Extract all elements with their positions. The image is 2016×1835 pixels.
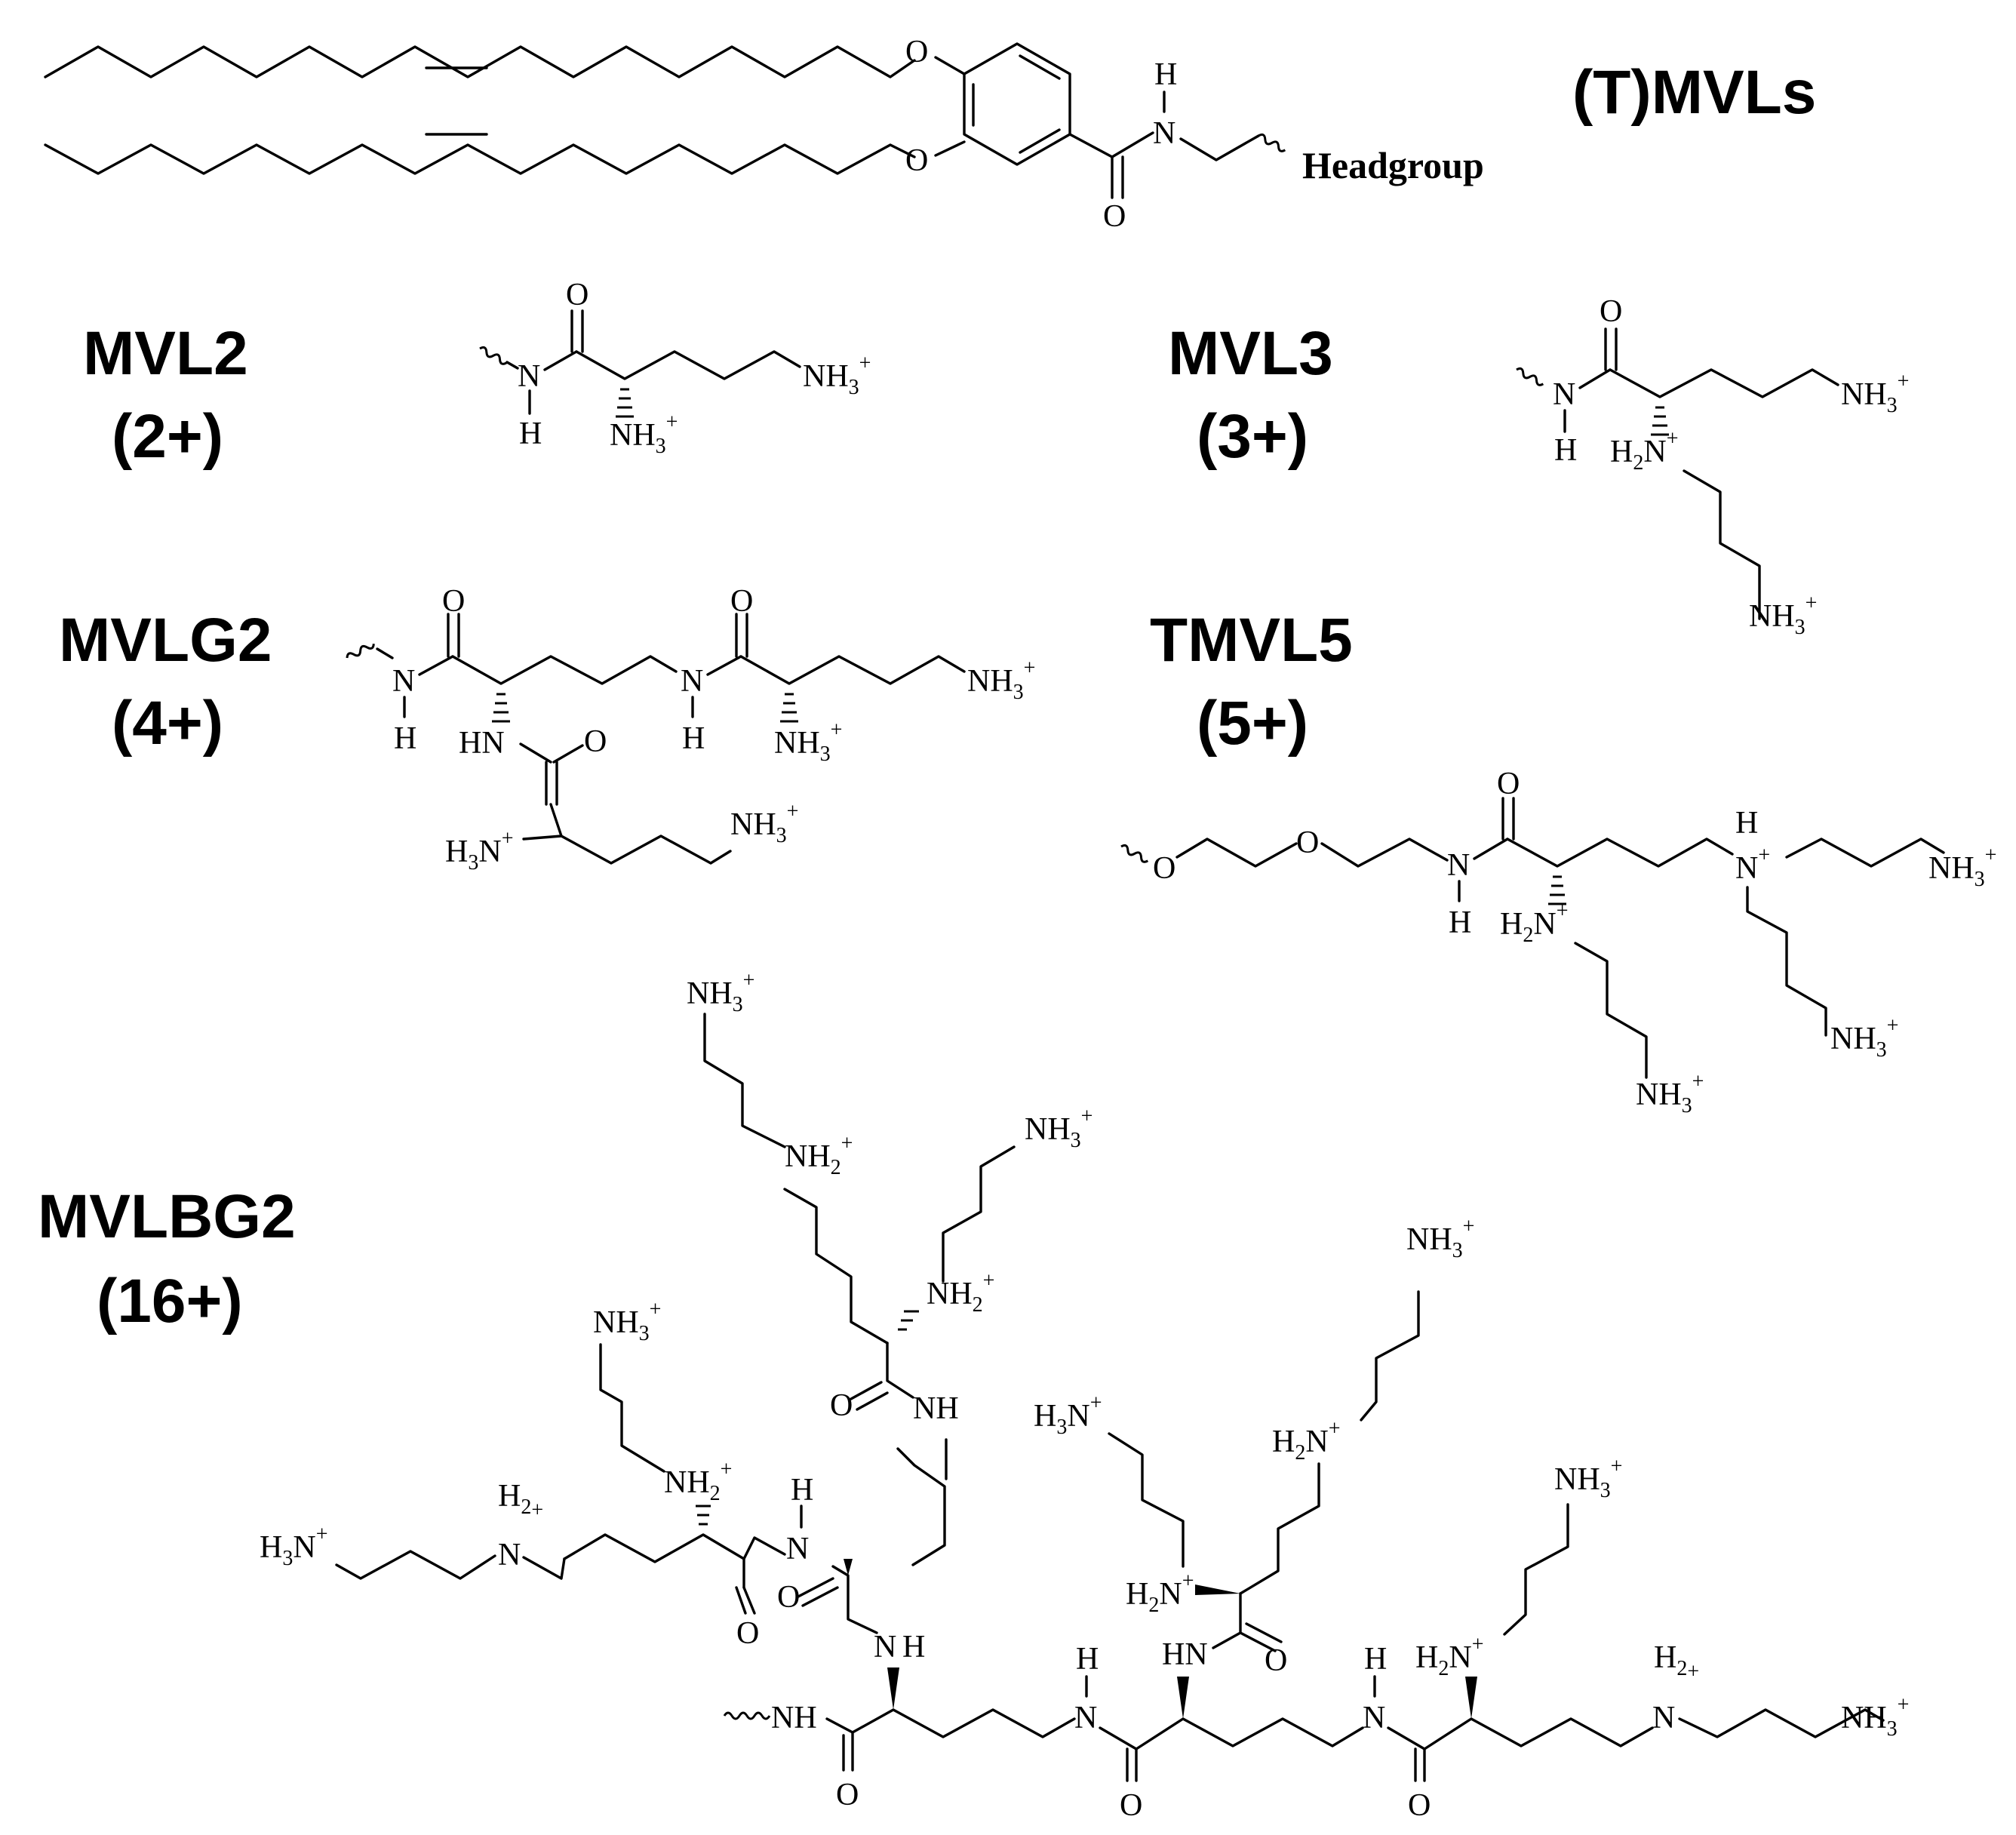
amide-hydrogen: H [1154,57,1177,92]
mvlbg2-top-nh: NH [913,1391,959,1426]
mvlbg2-mid-h2n-plus: H2N+ [1126,1569,1194,1617]
mvl3-structure: N H O H2N+ NH3+ NH3+ [1516,294,1909,639]
mvlbg2-left-top-nh3: NH3+ [593,1298,661,1345]
mvlbg2-backbone-h-2: H [1076,1642,1099,1677]
mvlbg2-structure: NH O N H O N H O N H2+ NH3+ N H O N H [260,969,1909,1823]
mvlbg2-backbone-nh-1: NH [771,1701,817,1735]
tmvl5-branch-n: N+ [1735,844,1770,886]
mvlbg2-left-terminal-h3n: H3N+ [260,1523,327,1570]
mvlg2-amide-n-2: N [681,664,703,699]
mvlbg2-right-h2n-plus: H2N+ [1415,1633,1483,1680]
mvlbg2-backbone-n-2: N [1074,1701,1097,1735]
mvlbg2-mid-h2n-plus-2: H2N+ [1272,1417,1340,1465]
mvlbg2-mid-carbonyl-o: O [1265,1643,1287,1678]
tmvl5-branch-h: H [1735,806,1758,841]
mvlbg2-left-carbonyl-o: O [777,1580,800,1615]
tmvl5-alpha-ammonium: H2N+ [1500,899,1568,947]
mvlbg2-left-n-secondary: N [498,1538,521,1572]
tmvl5-structure: O O N H O H2N+ NH3+ H N+ NH3+ NH3+ [1120,767,1996,1117]
mvlg2-carbonyl-o-1: O [442,584,465,619]
mvlbg2-mid-hn: HN [1162,1637,1208,1672]
mvlbg2-top-nh2-plus: NH2+ [927,1269,994,1317]
mvlg2-structure: N H O HN O H3N+ NH3+ N H O NH3+ NH3+ [346,584,1035,874]
mvl2-amide-n: N [518,359,540,394]
lipid-tail-structure: O O O N H Headgroup [44,35,1484,234]
mvl3-carbonyl-o: O [1600,294,1622,329]
tmvl5-terminal-nh3: NH3+ [1928,844,1996,891]
mvl2-charge: (2+) [112,402,223,471]
mvlbg2-left-nh2-plus: NH2+ [664,1458,732,1505]
mvl3-amide-n: N [1553,377,1575,412]
mvl2-terminal-nh3: NH3+ [803,352,871,399]
mvlg2-amide-h-2: H [682,721,705,756]
mvlg2-amide-h-1: H [394,721,416,756]
mvlg2-name: MVLG2 [59,606,272,675]
mvlg2-hn: HN [459,726,505,761]
amide-nitrogen: N [1153,116,1175,151]
tmvl5-amide-h: H [1449,905,1471,940]
mvlbg2-top-carbonyl-o: O [830,1388,853,1423]
mvlbg2-top-nh3: NH3+ [687,969,754,1016]
mvl2-alpha-nh3: NH3+ [610,410,678,458]
mvlbg2-mid-top-nh3: NH3+ [1406,1215,1474,1262]
mvlg2-amide-n-1: N [392,664,415,699]
mvlg2-carbonyl-o-3: O [730,584,753,619]
mvlbg2-backbone-o-3: O [1408,1788,1431,1823]
tmvl5-charge: (5+) [1197,689,1308,758]
headgroup-label: Headgroup [1302,144,1484,186]
mvlg2-charge: (4+) [112,689,223,758]
mvl2-name: MVL2 [83,319,248,388]
mvlbg2-mid-h3n: H3N+ [1034,1391,1102,1439]
mvlbg2-top-right-nh3: NH3+ [1025,1105,1093,1152]
mvlbg2-left-h: H [902,1630,925,1664]
tmvl5-ether-o-2: O [1296,825,1319,860]
ether-oxygen-2: O [905,143,928,178]
mvlbg2-name: MVLBG2 [38,1182,296,1251]
amide-oxygen: O [1103,199,1126,234]
mvl3-secondary-ammonium: H2N+ [1610,427,1678,475]
mvl3-amide-h: H [1554,433,1577,468]
tmvl5-name: TMVL5 [1150,606,1353,675]
mvl2-carbonyl-o: O [566,278,589,312]
mvlbg2-backbone-n-3: N [1363,1701,1385,1735]
mvlbg2-backbone-h-3: H [1364,1642,1387,1677]
tmvl5-carbonyl-o: O [1497,767,1520,801]
tmvl5-branch-propyl-nh3: NH3+ [1830,1014,1898,1062]
mvlg2-alpha-nh3: NH3+ [774,718,842,766]
mvlbg2-left-n2: N [786,1532,809,1566]
mvl3-terminal-nh3: NH3+ [1841,370,1909,417]
mvl3-name: MVL3 [1168,319,1333,388]
mvl3-propyl-nh3: NH3+ [1749,592,1817,639]
mvlbg2-right-nh3: NH3+ [1554,1455,1622,1502]
mvlbg2-backbone-o-1: O [836,1778,859,1812]
mvl3-charge: (3+) [1197,402,1308,471]
mvlbg2-left-carbonyl-o2: O [736,1616,759,1651]
mvlbg2-charge: (16+) [97,1267,243,1336]
mvlbg2-left-nh: N [874,1630,896,1664]
mvlbg2-left-h2-secondary: H2+ [498,1479,543,1522]
tmvl5-ether-o-1: O [1153,851,1175,886]
mvlbg2-backbone-n-4: N [1652,1701,1675,1735]
mvlg2-branch-nh3-terminal: NH3+ [730,800,798,847]
mvl2-structure: N H O NH3+ NH3+ [479,278,871,458]
ether-oxygen-1: O [905,35,928,69]
mvlg2-terminal-nh3: NH3+ [967,656,1035,704]
tmvl5-alpha-propyl-nh3: NH3+ [1636,1070,1704,1117]
mvlbg2-left-h2: H [791,1473,813,1508]
mvlg2-branch-nh3-alpha: H3N+ [445,827,513,874]
figure-title: (T)MVLs [1572,58,1816,127]
tmvl5-amide-n: N [1447,848,1470,883]
mvl2-amide-h: H [519,416,542,451]
mvlbg2-backbone-terminal-nh3: NH3+ [1841,1693,1909,1741]
mvlbg2-backbone-o-2: O [1120,1788,1142,1823]
mvlbg2-backbone-h2-4: H2+ [1654,1640,1699,1683]
mvlbg2-top-nh2-plus-2: NH2+ [785,1132,853,1179]
mvlg2-carbonyl-o-2: O [584,724,607,759]
